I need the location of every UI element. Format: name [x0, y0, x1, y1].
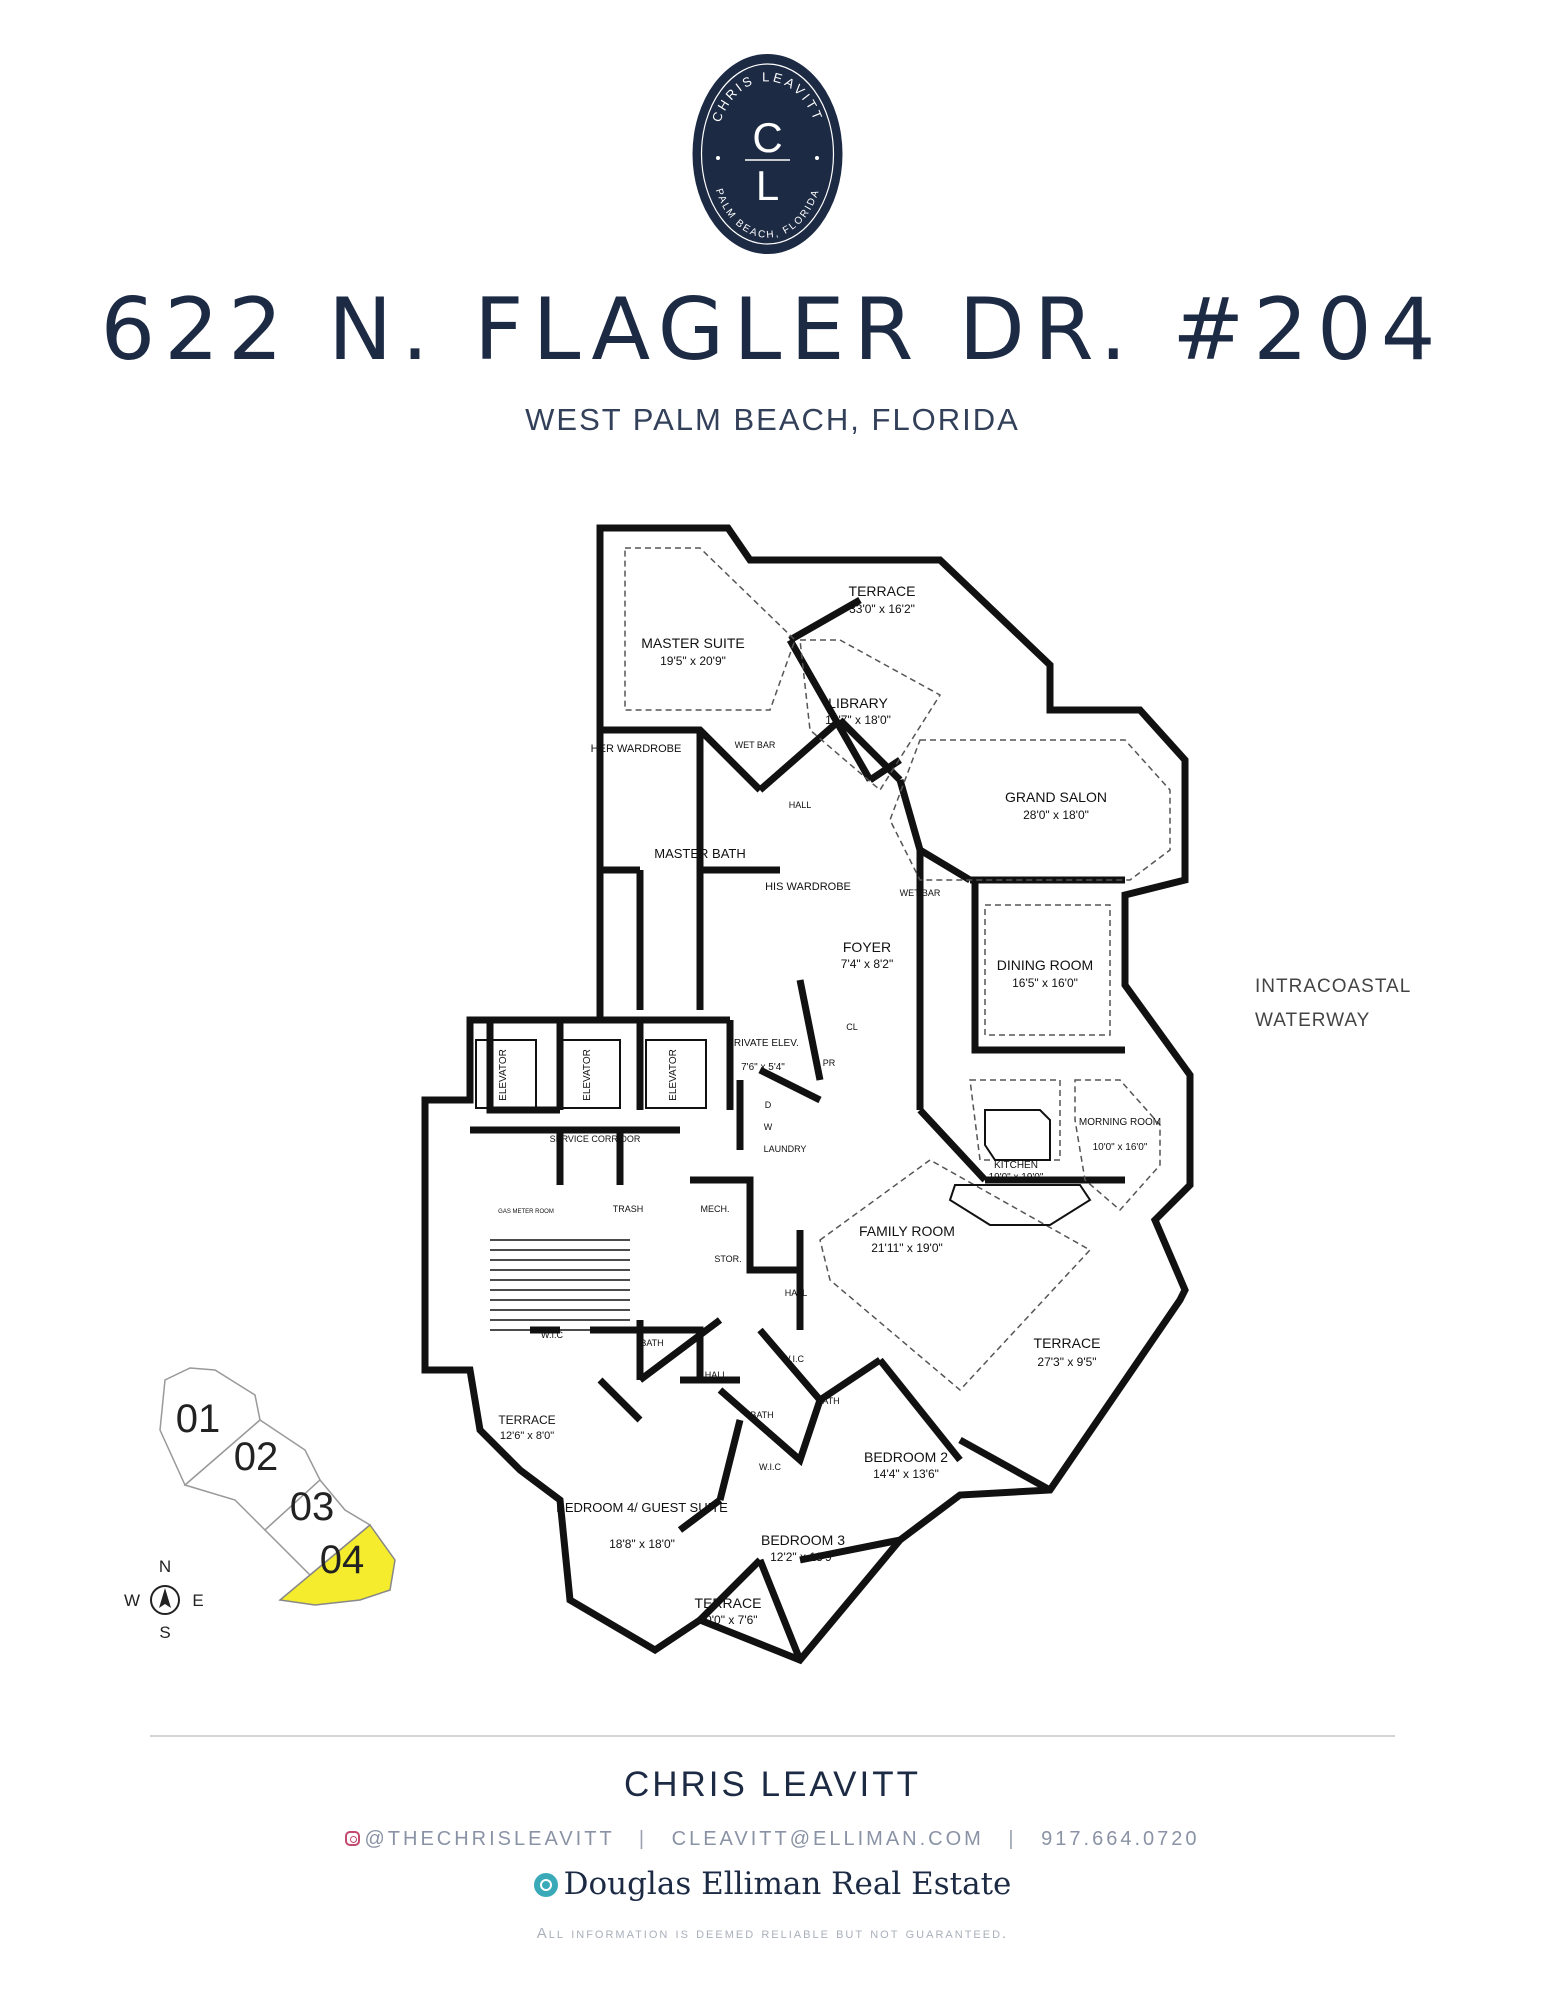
- label-mech: MECH.: [701, 1204, 730, 1214]
- room-dims: 12'2" x 13'9": [770, 1550, 836, 1564]
- label-washer: W: [764, 1122, 773, 1132]
- room-label: LIBRARY: [828, 695, 888, 711]
- logo-initial-c: C: [752, 114, 782, 161]
- room-dims: 14'4" x 13'6": [873, 1467, 939, 1481]
- footer-divider: [150, 1735, 1395, 1737]
- instagram-handle-link[interactable]: @THECHRISLEAVITT: [364, 1828, 615, 1850]
- separator: |: [1008, 1828, 1017, 1850]
- svg-text:W: W: [124, 1591, 140, 1610]
- label-laundry: LAUNDRY: [764, 1144, 807, 1154]
- room-dims: 19'5" x 20'9": [660, 654, 726, 668]
- label-wic: W.I.C: [759, 1462, 781, 1472]
- waterway-line-2: WATERWAY: [1255, 1010, 1371, 1031]
- floor-plan: TERRACE 33'0" x 16'2" MASTER SUITE 19'5"…: [124, 524, 1194, 1665]
- label-master-bath: MASTER BATH: [654, 846, 746, 861]
- label-wet-bar: WET BAR: [900, 888, 941, 898]
- room-label: TERRACE: [1034, 1335, 1101, 1351]
- room-label: BEDROOM 3: [761, 1532, 845, 1548]
- room-label: BEDROOM 4/ GUEST SUITE: [556, 1500, 728, 1515]
- intracoastal-waterway-label: INTRACOASTAL WATERWAY: [1255, 970, 1411, 1038]
- property-address-title: 622 N. FLAGLER DR. #204: [100, 280, 1445, 380]
- label-hall: HALL: [785, 1288, 808, 1298]
- room-dims: 7'4" x 8'2": [841, 957, 893, 971]
- room-dims: 33'0" x 16'2": [849, 602, 915, 616]
- brokerage-name: Douglas Elliman Real Estate: [563, 1866, 1012, 1902]
- room-dims: 18'8" x 18'0": [609, 1537, 675, 1551]
- logo-initial-l: L: [756, 162, 779, 209]
- room-dims: 16'5" x 16'0": [1012, 976, 1078, 990]
- label-trash: TRASH: [613, 1204, 644, 1214]
- room-label: KITCHEN: [994, 1160, 1038, 1171]
- property-city-subtitle: WEST PALM BEACH, FLORIDA: [525, 402, 1020, 437]
- label-hall: HALL: [705, 1370, 728, 1380]
- svg-text:E: E: [192, 1591, 203, 1610]
- label-cl: CL: [846, 1022, 858, 1032]
- room-dims: 10'0" x 7'6": [698, 1613, 757, 1627]
- label-bath: BATH: [816, 1396, 839, 1406]
- room-label: GRAND SALON: [1005, 789, 1107, 805]
- room-label: TERRACE: [849, 583, 916, 599]
- label-wic: W.I.C: [782, 1354, 804, 1364]
- svg-text:N: N: [159, 1557, 171, 1576]
- svg-text:S: S: [159, 1623, 170, 1642]
- plan-interior-walls: [470, 596, 1125, 1662]
- room-label: MORNING ROOM: [1079, 1117, 1161, 1128]
- label-her-wardrobe: HER WARDROBE: [591, 743, 682, 755]
- room-dims: 28'0" x 18'0": [1023, 808, 1089, 822]
- phone-link[interactable]: 917.664.0720: [1041, 1828, 1200, 1850]
- compass-icon: N S E W: [124, 1557, 204, 1642]
- room-label: FAMILY ROOM: [859, 1223, 955, 1239]
- key-unit-02-label: 02: [234, 1435, 279, 1479]
- douglas-elliman-icon: [533, 1873, 558, 1897]
- room-dims: 27'3" x 9'5": [1037, 1355, 1096, 1369]
- room-label: MASTER SUITE: [641, 635, 744, 651]
- instagram-icon: [345, 1831, 361, 1846]
- room-label: TERRACE: [695, 1595, 762, 1611]
- room-dims: 12'6" x 8'0": [500, 1430, 554, 1442]
- label-wet-bar: WET BAR: [735, 740, 776, 750]
- room-label: FOYER: [843, 939, 891, 955]
- key-unit-01-label: 01: [176, 1397, 221, 1441]
- brokerage-logo: Douglas Elliman Real Estate: [0, 1866, 1545, 1902]
- email-link[interactable]: CLEAVITT@ELLIMAN.COM: [671, 1828, 984, 1850]
- room-label: DINING ROOM: [997, 957, 1093, 973]
- key-plan: [159, 1367, 396, 1606]
- waterway-line-1: INTRACOASTAL: [1255, 976, 1412, 997]
- label-hall: HALL: [789, 800, 812, 810]
- key-unit-04-label: 04: [320, 1538, 365, 1582]
- key-unit-04: [278, 1523, 396, 1606]
- label-service-corridor: SERVICE CORRIDOR: [550, 1134, 641, 1144]
- contact-line: @THECHRISLEAVITT | CLEAVITT@ELLIMAN.COM …: [0, 1828, 1545, 1851]
- label-pr: PR: [823, 1058, 836, 1068]
- disclaimer-text: All information is deemed reliable but n…: [536, 1925, 1009, 1942]
- label-bath: BATH: [640, 1338, 663, 1348]
- room-dims: 10'0" x 16'0": [1093, 1142, 1148, 1153]
- label-wic: W.I.C: [541, 1330, 563, 1340]
- room-label: TERRACE: [498, 1413, 555, 1427]
- label-elevator: ELEVATOR: [668, 1049, 679, 1101]
- label-dryer: D: [765, 1100, 772, 1110]
- label-elevator: ELEVATOR: [498, 1049, 509, 1101]
- room-dims: 19'0" x 19'0": [989, 1172, 1044, 1183]
- key-unit-03-label: 03: [290, 1485, 335, 1529]
- label-stor: STOR.: [714, 1254, 741, 1264]
- separator: |: [638, 1828, 648, 1850]
- room-dims: 7'6" x 5'4": [741, 1062, 785, 1073]
- agent-name: CHRIS LEAVITT: [623, 1765, 921, 1804]
- room-dims: 21'11" x 19'0": [871, 1241, 943, 1255]
- chris-leavitt-logo-seal: CHRIS LEAVITT PALM BEACH, FLORIDA C L: [692, 54, 843, 254]
- room-label: PRIVATE ELEV.: [727, 1038, 799, 1049]
- label-elevator: ELEVATOR: [582, 1049, 593, 1101]
- room-dims: 19'7" x 18'0": [825, 713, 891, 727]
- label-his-wardrobe: HIS WARDROBE: [765, 881, 851, 893]
- label-gas-meter-room: GAS METER ROOM: [498, 1209, 554, 1215]
- room-label: BEDROOM 2: [864, 1449, 948, 1465]
- label-bath: BATH: [750, 1410, 773, 1420]
